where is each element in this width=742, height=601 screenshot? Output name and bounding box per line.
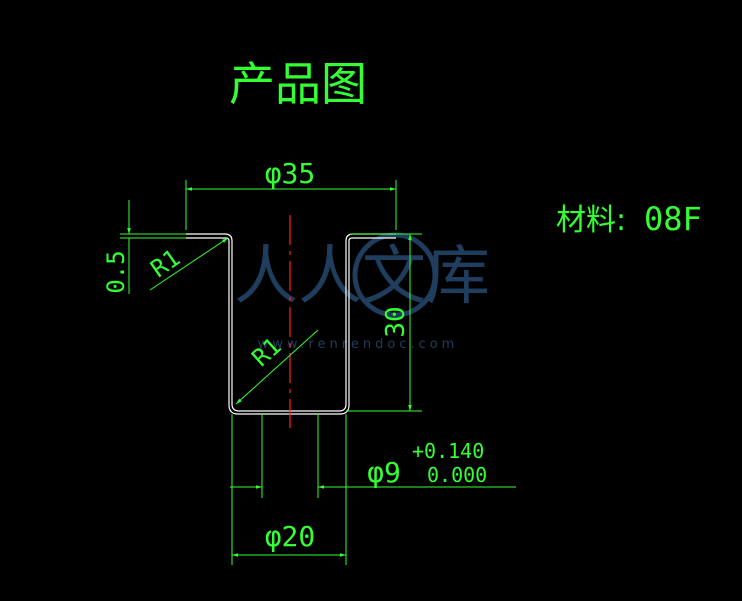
dim-text-tolerance-lower: 0.000	[427, 463, 487, 487]
watermark-url: www.renrendoc.com	[258, 337, 459, 352]
inner-profile	[186, 237, 396, 415]
dim-text-height: 30	[381, 306, 411, 337]
material-label: 材料:	[556, 203, 626, 238]
watermark-ring	[352, 232, 438, 318]
watermark-logo: 人人文库	[234, 240, 490, 314]
part-outline	[186, 233, 396, 415]
material-value: 08F	[644, 200, 702, 238]
watermark: 人人文库 www.renrendoc.com	[234, 232, 490, 352]
dimension-lines	[120, 180, 516, 565]
leader-radius-inner	[235, 329, 319, 405]
dim-text-radius-outer: R1	[146, 244, 186, 284]
dim-text-body-diameter: φ20	[265, 520, 316, 553]
outer-profile	[186, 233, 396, 412]
dim-text-outer-diameter: φ35	[265, 157, 316, 190]
drawing-title: 产品图	[229, 57, 367, 111]
dim-text-tolerance-upper: +0.140	[412, 439, 484, 463]
leader-radius-outer	[149, 237, 229, 291]
dim-text-thickness: 0.5	[102, 250, 130, 293]
dim-text-inner-diameter: φ9	[367, 456, 401, 489]
